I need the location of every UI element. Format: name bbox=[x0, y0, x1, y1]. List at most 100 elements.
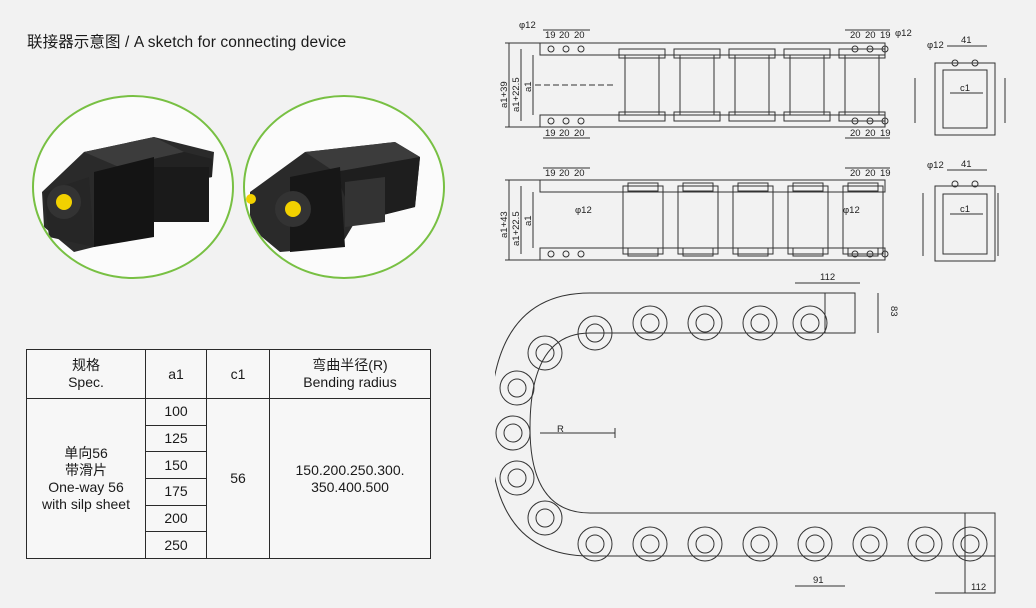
chain-link bbox=[789, 54, 825, 116]
chain-link bbox=[792, 305, 828, 341]
link-cap bbox=[847, 247, 879, 257]
chain-link bbox=[842, 185, 884, 255]
connector-photo-side bbox=[243, 95, 445, 279]
link-pin bbox=[535, 508, 555, 528]
link-pin bbox=[507, 378, 527, 398]
top-view bbox=[505, 29, 890, 139]
dim-label: 41 bbox=[961, 35, 972, 46]
page-title: 联接器示意图 / A sketch for connecting device bbox=[27, 34, 347, 51]
dim-label: a1+39 bbox=[499, 81, 510, 108]
dim-label: 20 bbox=[865, 30, 876, 41]
link-pin bbox=[507, 468, 527, 488]
spec-table: 规格 Spec. a1 c1 弯曲半径(R) Bending radius 单向… bbox=[26, 348, 431, 559]
dim-label: 20 bbox=[559, 168, 570, 179]
dim-label: 19 bbox=[545, 168, 556, 179]
dim-label: 19 bbox=[880, 30, 891, 41]
chain-link bbox=[577, 526, 613, 562]
link-pin bbox=[960, 534, 980, 554]
chain-link bbox=[797, 526, 833, 562]
link-cap bbox=[838, 111, 886, 122]
pin-icon bbox=[246, 194, 256, 204]
model-cell: 单向56 带滑片 One-way 56 with silp sheet bbox=[26, 398, 146, 559]
dim-label: 20 bbox=[850, 128, 861, 139]
dim-label: 20 bbox=[559, 30, 570, 41]
link-cap bbox=[618, 111, 666, 122]
dim-label: 91 bbox=[813, 575, 824, 586]
link-cap bbox=[627, 182, 659, 192]
hole-label: φ12 bbox=[895, 28, 912, 39]
hole-label: φ12 bbox=[927, 160, 944, 171]
dim-label: a1+22.5 bbox=[511, 211, 522, 246]
chain-link bbox=[952, 526, 988, 562]
link-pin bbox=[805, 534, 825, 554]
bend-view bbox=[495, 282, 996, 594]
chain-link bbox=[679, 54, 715, 116]
header-c1: c1 bbox=[206, 348, 270, 400]
dim-label: c1 bbox=[960, 83, 970, 94]
connector-photo-front bbox=[32, 95, 234, 279]
header-a1: a1 bbox=[145, 348, 207, 400]
link-pin bbox=[585, 534, 605, 554]
hole-label: φ12 bbox=[519, 20, 536, 31]
end-view-bottom bbox=[922, 169, 999, 262]
dim-label: 83 bbox=[888, 306, 899, 317]
link-pin bbox=[695, 313, 715, 333]
link-pin bbox=[640, 313, 660, 333]
link-cap bbox=[792, 247, 824, 257]
link-cap bbox=[618, 48, 666, 59]
link-cap bbox=[673, 111, 721, 122]
radius-label: R bbox=[557, 424, 564, 435]
dim-label: 19 bbox=[880, 168, 891, 179]
chain-link bbox=[527, 500, 563, 536]
dim-label: 20 bbox=[850, 168, 861, 179]
dim-label: 112 bbox=[971, 582, 986, 593]
dim-label: 20 bbox=[850, 30, 861, 41]
dim-label: a1 bbox=[523, 81, 534, 92]
dim-label: 20 bbox=[574, 30, 585, 41]
radius-cell: 150.200.250.300. 350.400.500 bbox=[269, 398, 431, 559]
link-cap bbox=[627, 247, 659, 257]
chain-link bbox=[687, 526, 723, 562]
dim-label: 20 bbox=[574, 128, 585, 139]
chain-link bbox=[907, 526, 943, 562]
a1-value: 150 bbox=[145, 451, 207, 480]
link-pin bbox=[800, 313, 820, 333]
link-cap bbox=[838, 48, 886, 59]
dim-label: a1+43 bbox=[499, 211, 510, 238]
link-cap bbox=[737, 247, 769, 257]
link-cap bbox=[783, 111, 831, 122]
chain-link bbox=[742, 305, 778, 341]
a1-value: 175 bbox=[145, 478, 207, 506]
chain-link bbox=[787, 185, 829, 255]
link-pin bbox=[503, 423, 523, 443]
dimension-labels: φ12 19 20 20 20 20 19 φ12 19 20 20 20 20… bbox=[499, 20, 986, 593]
chain-link bbox=[527, 335, 563, 371]
link-cap bbox=[682, 247, 714, 257]
chain-link bbox=[577, 315, 613, 351]
hole-label: φ12 bbox=[843, 205, 860, 216]
dim-label: 20 bbox=[574, 168, 585, 179]
link-cap bbox=[737, 182, 769, 192]
link-cap bbox=[728, 111, 776, 122]
header-radius: 弯曲半径(R) Bending radius bbox=[269, 348, 431, 400]
link-cap bbox=[792, 182, 824, 192]
side-view bbox=[505, 167, 890, 261]
link-pin bbox=[860, 534, 880, 554]
chain-link bbox=[624, 54, 660, 116]
chain-link bbox=[844, 54, 880, 116]
a1-value: 200 bbox=[145, 504, 207, 533]
link-cap bbox=[847, 182, 879, 192]
link-pin bbox=[535, 343, 555, 363]
dim-label: 20 bbox=[559, 128, 570, 139]
chain-link bbox=[495, 415, 531, 451]
link-pin bbox=[640, 534, 660, 554]
hole-label: φ12 bbox=[575, 205, 592, 216]
dim-label: 41 bbox=[961, 159, 972, 170]
link-cap bbox=[682, 182, 714, 192]
a1-value: 125 bbox=[145, 424, 207, 453]
link-cap bbox=[783, 48, 831, 59]
dim-label: 19 bbox=[545, 30, 556, 41]
chain-link bbox=[677, 185, 719, 255]
chain-link bbox=[622, 185, 664, 255]
chain-link bbox=[632, 526, 668, 562]
